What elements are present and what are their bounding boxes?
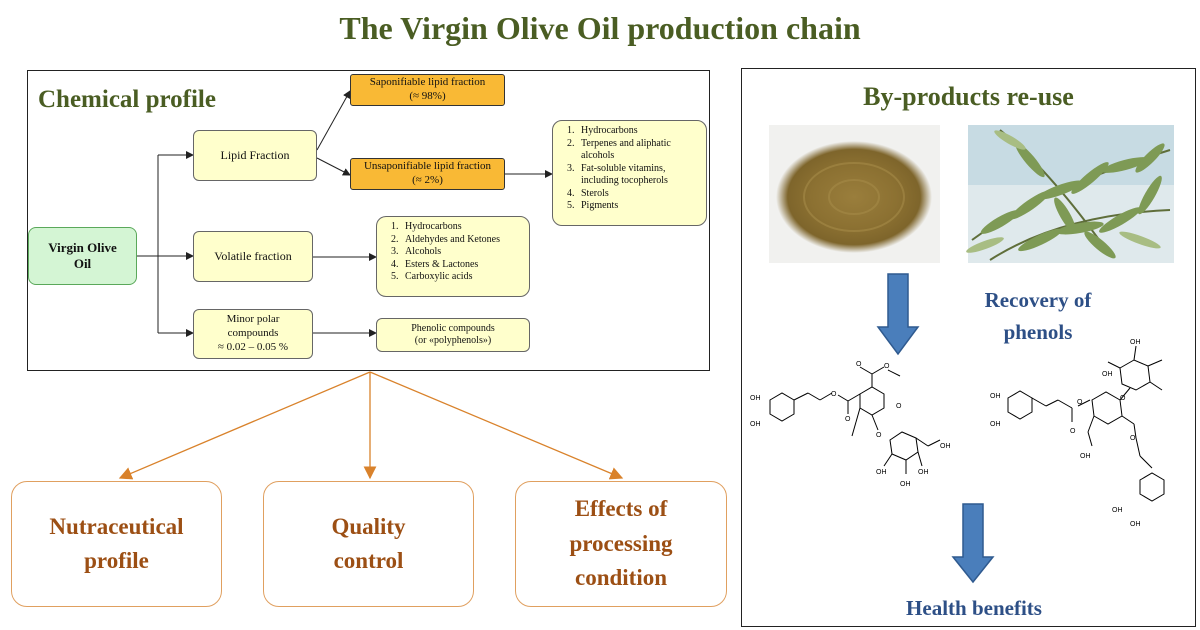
minor-polar-box: Minor polar compounds ≈ 0.02 – 0.05 % [193, 309, 313, 359]
list-item: Carboxylic acids [401, 271, 523, 284]
svg-text:O: O [884, 363, 890, 370]
svg-text:OH: OH [990, 421, 1001, 428]
list-item: Hydrocarbons [401, 221, 523, 234]
svg-text:OH: OH [876, 469, 887, 476]
svg-text:OH: OH [990, 393, 1001, 400]
list-item: Sterols [577, 188, 700, 201]
svg-text:OH: OH [1112, 507, 1123, 514]
svg-text:OH: OH [750, 421, 761, 428]
svg-text:O: O [1077, 399, 1083, 406]
lipid-fraction-box: Lipid Fraction [193, 130, 317, 181]
list-item: Terpenes and aliphatic alcohols [577, 138, 700, 163]
svg-text:O: O [876, 432, 882, 439]
phenolic-compounds-box: Phenolic compounds (or «polyphenols») [376, 318, 530, 352]
list-item: Alcohols [401, 246, 523, 259]
svg-text:O: O [856, 361, 862, 368]
health-benefits-label: Health benefits [906, 596, 1042, 620]
arrow-down-icon [951, 503, 995, 584]
svg-text:O: O [831, 391, 837, 398]
svg-text:O: O [896, 403, 902, 410]
list-item: Pigments [577, 200, 700, 213]
svg-text:O: O [1130, 435, 1136, 442]
svg-text:O: O [1120, 395, 1126, 402]
byproducts-title: By-products re-use [863, 82, 1074, 111]
list-item: Hydrocarbons [577, 125, 700, 138]
unsaponifiable-box: Unsaponifiable lipid fraction (≈ 2%) [350, 158, 505, 190]
list-item: Esters & Lactones [401, 259, 523, 272]
svg-text:OH: OH [940, 443, 951, 450]
svg-text:OH: OH [1130, 339, 1141, 346]
chemical-profile-title: Chemical profile [38, 86, 216, 113]
svg-text:OH: OH [1102, 371, 1113, 378]
chemical-profile-panel [27, 70, 710, 371]
volatile-list: Hydrocarbons Aldehydes and Ketones Alcoh… [376, 216, 530, 297]
list-item: Fat-soluble vitamins, including tocopher… [577, 163, 700, 188]
volatile-fraction-box: Volatile fraction [193, 231, 313, 282]
svg-text:O: O [1070, 428, 1076, 435]
svg-text:OH: OH [1130, 521, 1141, 528]
svg-text:OH: OH [750, 395, 761, 402]
unsaponifiable-list: Hydrocarbons Terpenes and aliphatic alco… [552, 120, 707, 226]
svg-text:OH: OH [918, 469, 929, 476]
virgin-olive-oil-box: Virgin Olive Oil [28, 227, 137, 285]
main-title: The Virgin Olive Oil production chain [339, 10, 861, 46]
arrow-down-icon [876, 273, 920, 356]
svg-text:O: O [845, 416, 851, 423]
svg-text:OH: OH [1080, 453, 1091, 460]
list-item: Aldehydes and Ketones [401, 234, 523, 247]
saponifiable-box: Saponifiable lipid fraction (≈ 98%) [350, 74, 505, 106]
svg-text:OH: OH [900, 481, 911, 488]
byproducts-panel [741, 68, 1196, 627]
